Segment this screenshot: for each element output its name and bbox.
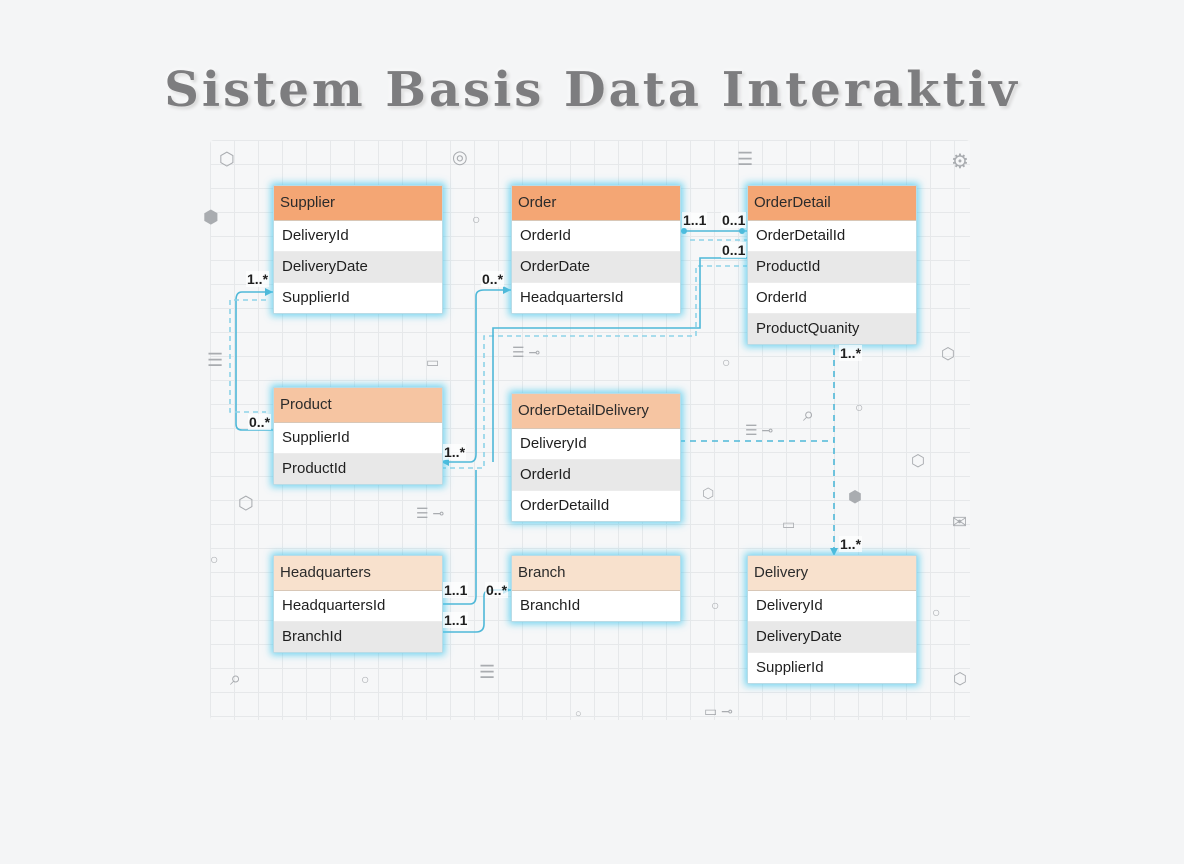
cardinality-order-left: 0..* (481, 271, 505, 287)
entity-title: OrderDetailDelivery (512, 394, 680, 429)
entity-field: OrderDetailId (748, 221, 916, 252)
circle-icon: ○ (575, 708, 582, 720)
entity-branch[interactable]: Branch BranchId (511, 555, 681, 622)
circle-icon: ○ (932, 604, 941, 620)
cube-icon: ⬡ (238, 493, 254, 513)
entity-title: Supplier (274, 186, 442, 221)
entity-product[interactable]: Product SupplierId ProductId (273, 387, 443, 485)
magnifier-icon: ⌕ (803, 404, 815, 426)
cube-icon: ⬡ (911, 453, 925, 470)
entity-title: OrderDetail (748, 186, 916, 221)
cardinality-product-left: 0..* (248, 414, 272, 430)
database-icon: ☰ ⊸ (512, 344, 541, 360)
cube-icon: ⬢ (203, 207, 219, 227)
database-icon: ☰ (207, 350, 224, 370)
database-icon: ☰ ⊸ (745, 422, 774, 438)
entity-field: DeliveryId (748, 591, 916, 622)
cube-icon: ⬢ (848, 489, 862, 506)
entity-orderdetaildelivery[interactable]: OrderDetailDelivery DeliveryId OrderId O… (511, 393, 681, 522)
link-order-detail-loop (492, 257, 747, 462)
cardinality-branch-left: 0..* (485, 582, 509, 598)
entity-field: HeadquartersId (520, 289, 624, 306)
entity-field: SupplierId (756, 659, 824, 676)
entity-delivery[interactable]: Delivery DeliveryId DeliveryDate Supplie… (747, 555, 917, 684)
gear-icon: ◎ (452, 147, 468, 167)
entity-headquarters[interactable]: Headquarters HeadquartersId BranchId (273, 555, 443, 653)
database-icon: ☰ ⊸ (416, 505, 445, 521)
circle-icon: ○ (711, 597, 720, 613)
cube-icon: ⬡ (953, 671, 967, 688)
entity-field: ProductId (274, 454, 442, 484)
folder-icon: ▭ ⊸ (704, 703, 733, 719)
arrow-order (503, 286, 511, 294)
page-title: Sistem Basis Data Interaktiv (164, 62, 1020, 118)
link-supplier-product-dash (229, 299, 266, 413)
entity-field: DeliveryId (512, 429, 680, 460)
entity-field: ProductId (748, 252, 916, 283)
entity-field: OrderDate (512, 252, 680, 283)
cardinality-delivery-top: 1..* (839, 536, 863, 552)
entity-field: SupplierId (274, 423, 442, 454)
database-icon: ☰ (479, 662, 496, 682)
cube-icon: ⬡ (219, 149, 235, 169)
cardinality-product-right: 1..* (443, 444, 467, 460)
cardinality-orderdetail-bottom: 1..* (839, 345, 863, 361)
dot-order (681, 228, 687, 234)
arrow-supplier (265, 288, 273, 296)
entity-title: Delivery (748, 556, 916, 591)
entity-field: DeliveryId (274, 221, 442, 252)
circle-icon: ○ (472, 211, 481, 227)
arrow-delivery (830, 548, 838, 556)
link-supplier-product (235, 291, 273, 431)
entity-field: SupplierId (282, 289, 350, 306)
entity-title: Headquarters (274, 556, 442, 591)
entity-field: HeadquartersId (274, 591, 442, 622)
entity-field: DeliveryDate (748, 622, 916, 653)
circle-icon: ○ (855, 399, 864, 415)
circle-icon: ○ (361, 671, 370, 687)
entity-field: OrderDetailId (520, 497, 610, 514)
link-product-order (441, 289, 511, 463)
entity-field: OrderId (512, 221, 680, 252)
arrow-product (441, 458, 449, 466)
gear-icon: ⚙ (951, 151, 969, 173)
entity-title: Product (274, 388, 442, 423)
entity-field: ProductQuanity (748, 314, 916, 344)
dot-orderdetail (739, 228, 745, 234)
folder-icon: ▭ (426, 354, 440, 370)
folder-icon: ▭ (782, 516, 796, 532)
entity-field: OrderId (512, 460, 680, 491)
cardinality-hq-top: 1..1 (443, 582, 469, 598)
cube-icon: ⬡ (941, 346, 955, 363)
link-hq-branch-top (441, 470, 477, 605)
entity-orderdetail[interactable]: OrderDetail OrderDetailId ProductId Orde… (747, 185, 917, 345)
cardinality-orderdetail-top: 0..1 (721, 212, 747, 228)
entity-title: Order (512, 186, 680, 221)
cardinality-supplier: 1..* (246, 271, 270, 287)
cube-icon: ⬡ (702, 485, 715, 501)
entity-field: BranchId (520, 597, 581, 614)
cardinality-order-right: 1..1 (682, 212, 708, 228)
entity-order[interactable]: Order OrderId OrderDate HeadquartersId (511, 185, 681, 314)
entity-field: DeliveryDate (274, 252, 442, 283)
envelope-icon: ✉ (952, 512, 968, 532)
magnifier-icon: ⌕ (230, 668, 242, 690)
circle-icon: ○ (722, 354, 731, 370)
cardinality-hq-bottom: 1..1 (443, 612, 469, 628)
database-icon: ☰ (737, 149, 754, 169)
cardinality-orderdetail-second: 0..1 (721, 242, 747, 258)
link-product-order-dash (441, 265, 747, 469)
circle-icon: ○ (210, 551, 219, 567)
entity-field: BranchId (274, 622, 442, 652)
entity-title: Branch (512, 556, 680, 591)
entity-field: OrderId (748, 283, 916, 314)
entity-supplier[interactable]: Supplier DeliveryId DeliveryDate Supplie… (273, 185, 443, 314)
